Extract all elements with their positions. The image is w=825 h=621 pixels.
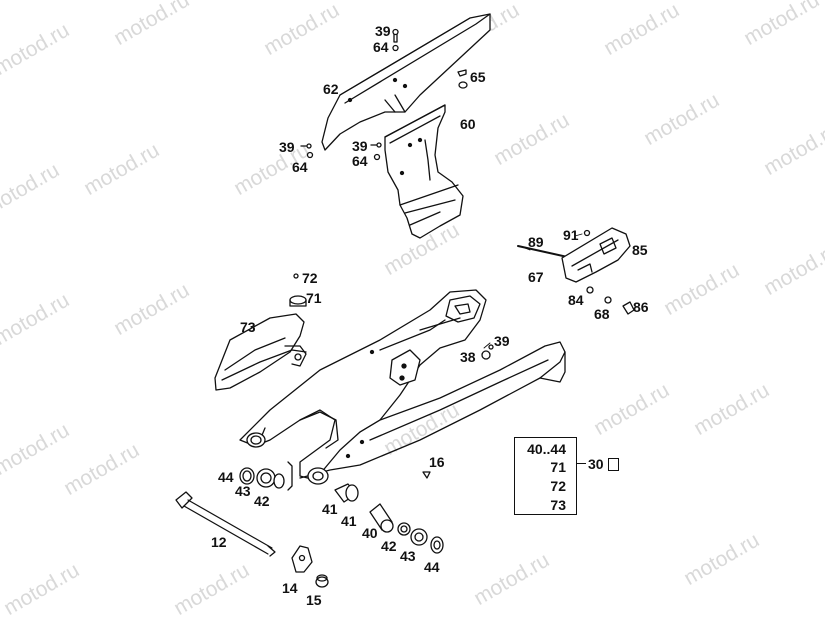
leader-lines — [483, 233, 583, 349]
kit-row: 72 — [550, 478, 566, 494]
bolt-38-part — [481, 344, 494, 360]
part-label: 38 — [460, 349, 476, 365]
part-label: 44 — [218, 469, 234, 485]
bushings-right-part — [334, 483, 444, 554]
part-label: 67 — [528, 269, 544, 285]
part-label: 72 — [302, 270, 318, 286]
part-label: 42 — [254, 493, 270, 509]
kit-ref-number: 30 — [588, 456, 604, 472]
kit-bracket-bottom — [514, 514, 576, 515]
bracket-14-part — [291, 545, 329, 588]
part-label: 86 — [633, 299, 649, 315]
buffer-71-part — [289, 273, 307, 307]
screw-39a-part — [392, 28, 399, 52]
part-label: 15 — [306, 592, 322, 608]
chain-slider-part — [517, 227, 635, 315]
part-label: 44 — [424, 559, 440, 575]
part-label: 43 — [400, 548, 416, 564]
chain-guard-part — [384, 104, 464, 239]
part-label: 65 — [470, 69, 486, 85]
kit-connector — [576, 463, 586, 464]
screw-39b-part — [300, 143, 314, 159]
part-label: 85 — [632, 242, 648, 258]
part-label: 60 — [460, 116, 476, 132]
part-label: 84 — [568, 292, 584, 308]
kit-square-icon — [608, 458, 619, 471]
part-label: 71 — [306, 290, 322, 306]
part-label: 16 — [429, 454, 445, 470]
part-label: 89 — [528, 234, 544, 250]
kit-bracket-top — [514, 437, 576, 438]
part-label: 41 — [341, 513, 357, 529]
axle-12-part — [175, 491, 276, 557]
part-label: 39 — [279, 139, 295, 155]
part-label: 40 — [362, 525, 378, 541]
part-label: 62 — [323, 81, 339, 97]
part-label: 39 — [494, 333, 510, 349]
chain-guide-73-part — [214, 313, 307, 391]
chain-guide-part — [321, 13, 491, 151]
kit-row: 71 — [550, 459, 566, 475]
part-label: 68 — [594, 306, 610, 322]
part-label: 39 — [375, 23, 391, 39]
part-label: 14 — [282, 580, 298, 596]
kit-bracket-left — [514, 437, 515, 515]
part-label: 41 — [322, 501, 338, 517]
part-label: 91 — [563, 227, 579, 243]
part-label: 64 — [352, 153, 368, 169]
grommet-65-part — [457, 69, 468, 89]
part-label: 43 — [235, 483, 251, 499]
screw-39c-part — [370, 142, 382, 161]
part-label: 12 — [211, 534, 227, 550]
part-label: 39 — [352, 138, 368, 154]
part-label: 64 — [292, 159, 308, 175]
fastener-16-part — [422, 471, 431, 479]
part-label: 42 — [381, 538, 397, 554]
kit-row: 40..44 — [527, 441, 566, 457]
part-label: 73 — [240, 319, 256, 335]
part-label: 64 — [373, 39, 389, 55]
bearings-left-part — [239, 461, 293, 491]
kit-bracket-right — [576, 437, 577, 515]
kit-row: 73 — [550, 497, 566, 513]
swingarm-part — [239, 289, 566, 485]
